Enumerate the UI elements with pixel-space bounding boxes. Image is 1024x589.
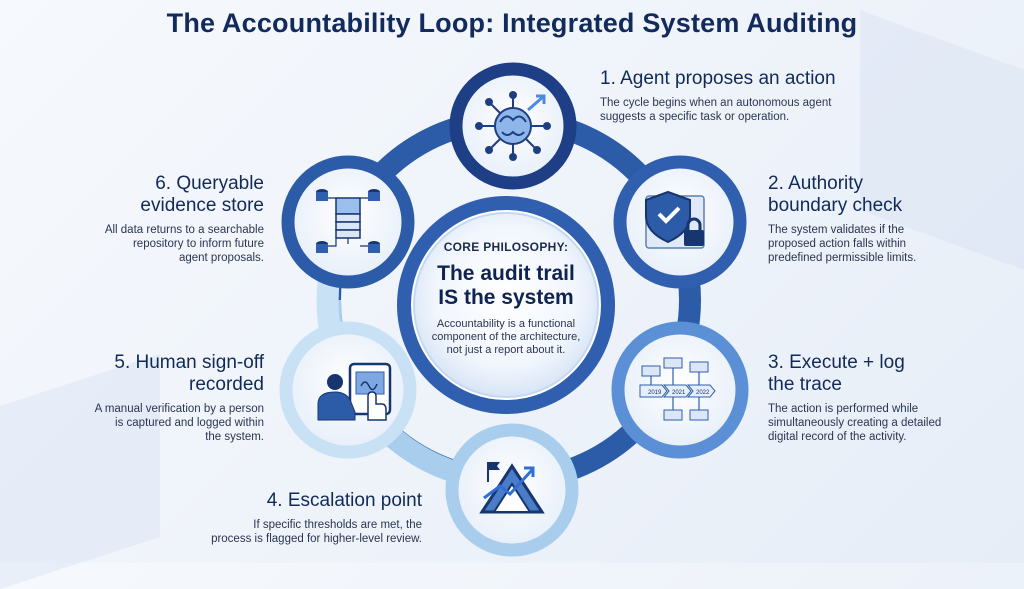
step-heading-line: 6. Queryable xyxy=(155,173,264,194)
core-main-line: IS the system xyxy=(438,286,574,309)
step-1-heading: 1. Agent proposes an action xyxy=(600,68,836,89)
step-description-line: All data returns to a searchable xyxy=(104,224,264,236)
core-description-line: component of the architecture, xyxy=(431,331,581,343)
step-6-heading: 6. Queryable evidence store xyxy=(60,173,264,217)
step-6-node xyxy=(281,155,415,289)
step-5-text: 5. Human sign-off recorded A manual veri… xyxy=(40,352,264,444)
step-3-heading: 3. Execute + log the trace xyxy=(768,352,1008,396)
step-2-heading: 2. Authority boundary check xyxy=(768,173,998,217)
step-description-line: the system. xyxy=(205,431,264,443)
core-description: Accountability is a functional component… xyxy=(418,318,594,357)
flow-label: 2019 xyxy=(648,390,662,396)
step-4-description: If specific thresholds are met, the proc… xyxy=(180,518,422,546)
step-description-line: simultaneously creating a detailed xyxy=(768,417,942,429)
core-circle xyxy=(413,212,599,398)
core-description-line: Accountability is a functional xyxy=(436,318,576,330)
step-description-line: If specific thresholds are met, the xyxy=(253,519,422,531)
step-4-heading: 4. Escalation point xyxy=(266,490,422,511)
step-description-line: The action is performed while xyxy=(768,403,919,415)
brain-network-icon xyxy=(475,91,551,161)
step-3-description: The action is performed while simultaneo… xyxy=(768,402,1008,444)
step-1-description: The cycle begins when an autonomous agen… xyxy=(600,96,900,124)
step-heading-line: boundary check xyxy=(768,195,903,216)
core-philosophy: CORE PHILOSOPHY: The audit trail IS the … xyxy=(418,240,594,357)
page-title: The Accountability Loop: Integrated Syst… xyxy=(166,8,858,38)
step-heading-line: recorded xyxy=(189,374,264,395)
step-2-node xyxy=(613,155,747,289)
step-5-description: A manual verification by a person is cap… xyxy=(40,402,264,444)
flow-trace-icon: 2019 2021 2022 xyxy=(639,357,716,421)
step-description-line: digital record of the activity. xyxy=(768,431,907,443)
step-description-line: is captured and logged within xyxy=(115,417,264,429)
database-icon xyxy=(316,189,380,253)
step-6-description: All data returns to a searchable reposit… xyxy=(60,223,264,265)
step-5-heading: 5. Human sign-off recorded xyxy=(40,352,264,396)
step-heading-line: the trace xyxy=(768,374,842,395)
step-1-node xyxy=(449,62,577,190)
step-description-line: The cycle begins when an autonomous agen… xyxy=(600,97,832,109)
step-description-line: agent proposals. xyxy=(178,252,264,264)
core-label: CORE PHILOSOPHY: xyxy=(443,240,569,254)
step-1-text: 1. Agent proposes an action The cycle be… xyxy=(600,68,900,124)
step-description-line: A manual verification by a person xyxy=(94,403,264,415)
core-main-line: The audit trail xyxy=(437,262,575,285)
step-heading-line: 2. Authority xyxy=(768,173,864,194)
step-3-text: 3. Execute + log the trace The action is… xyxy=(768,352,1008,444)
step-3-node: 2019 2021 2022 xyxy=(611,321,749,459)
core-main-text: The audit trail IS the system xyxy=(418,262,594,310)
step-2-description: The system validates if the proposed act… xyxy=(768,223,998,265)
step-description-line: repository to inform future xyxy=(132,238,264,250)
shield-lock-icon xyxy=(645,190,705,249)
step-4-node xyxy=(445,423,579,557)
step-description-line: The system validates if the xyxy=(768,224,905,236)
flow-label: 2022 xyxy=(696,390,710,396)
accountability-loop-diagram: 2019 2021 2022 xyxy=(279,62,749,557)
step-5-node xyxy=(279,321,417,459)
step-heading-line: evidence store xyxy=(140,195,264,216)
person-tablet-icon xyxy=(317,362,392,421)
step-4-text: 4. Escalation point If specific threshol… xyxy=(180,490,422,546)
step-6-text: 6. Queryable evidence store All data ret… xyxy=(60,173,264,265)
step-heading-line: 5. Human sign-off xyxy=(114,352,264,373)
step-heading-line: 3. Execute + log xyxy=(768,352,905,373)
step-description-line: predefined permissible limits. xyxy=(768,252,917,264)
step-2-text: 2. Authority boundary check The system v… xyxy=(768,173,998,265)
mountain-flag-icon xyxy=(479,462,545,514)
step-description-line: process is flagged for higher-level revi… xyxy=(211,533,422,545)
step-description-line: proposed action falls within xyxy=(768,238,907,250)
flow-label: 2021 xyxy=(672,390,686,396)
core-description-line: not just a report about it. xyxy=(446,344,566,356)
step-description-line: suggests a specific task or operation. xyxy=(600,111,790,123)
